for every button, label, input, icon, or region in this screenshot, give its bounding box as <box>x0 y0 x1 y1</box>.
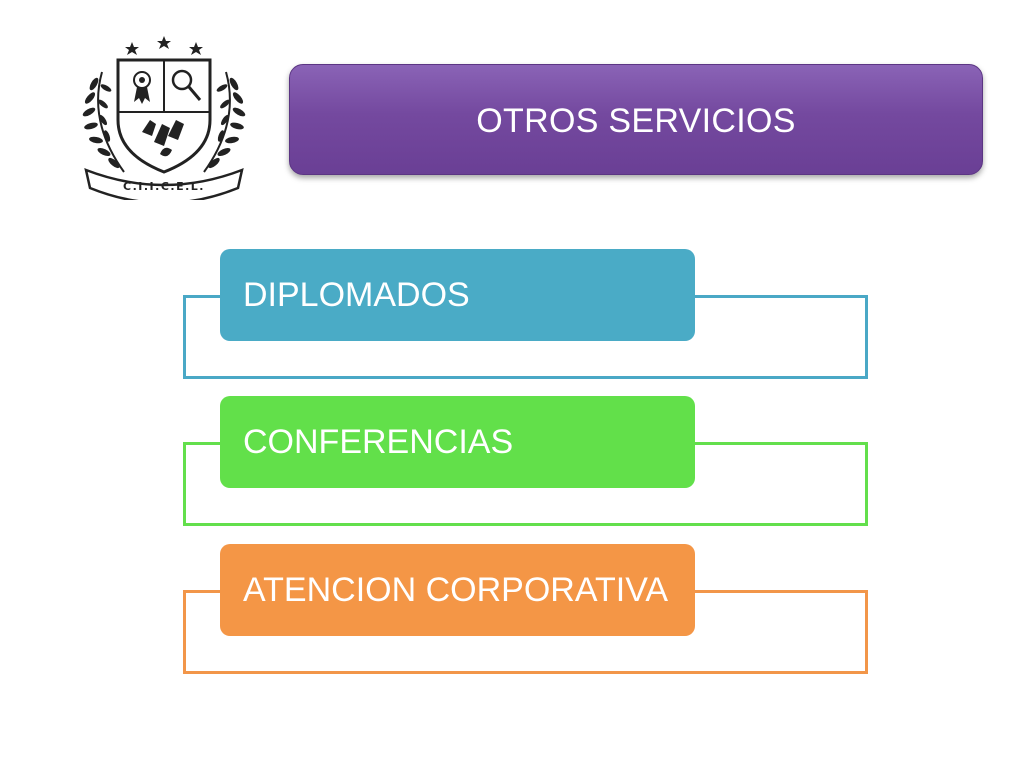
item-label: DIPLOMADOS <box>243 276 470 314</box>
item-box: DIPLOMADOS <box>220 249 695 341</box>
title-banner: OTROS SERVICIOS <box>289 64 983 175</box>
page-title: OTROS SERVICIOS <box>476 102 796 140</box>
item-label: CONFERENCIAS <box>243 423 514 461</box>
logo: C.I.I.C.E.L. <box>72 32 256 200</box>
item-box: ATENCION CORPORATIVA <box>220 544 695 636</box>
item-label: ATENCION CORPORATIVA <box>243 571 669 609</box>
item-box: CONFERENCIAS <box>220 396 695 488</box>
crest-emblem-icon: C.I.I.C.E.L. <box>82 36 246 200</box>
svg-text:C.I.I.C.E.L.: C.I.I.C.E.L. <box>123 180 205 193</box>
